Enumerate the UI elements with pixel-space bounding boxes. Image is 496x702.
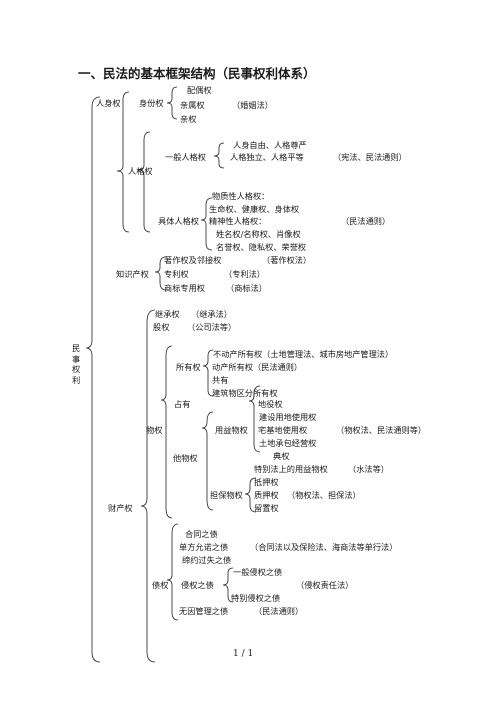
tort-label: 侵权之债: [181, 580, 214, 590]
usufruct-law: （水法等）: [348, 464, 389, 474]
root-label: 民事权利: [72, 343, 81, 385]
personality-rights-label: 人格权: [128, 166, 153, 176]
usufruct-item: 特别法上的用益物权: [254, 464, 328, 474]
personal-rights-label: 人身权: [96, 98, 121, 108]
brace-security: [244, 477, 257, 513]
usufruct-item: 典权: [273, 451, 290, 461]
brace-specific: [200, 197, 213, 251]
usufruct-item: 土地承包经营权: [259, 438, 317, 448]
tort-item: 特别侵权之债: [231, 593, 281, 603]
usufruct-label: 用益物权: [215, 425, 248, 435]
status-rights-label: 身份权: [139, 98, 164, 108]
status-item: 配偶权: [187, 85, 212, 95]
ip-law: （商标法）: [226, 283, 267, 293]
specific-item: 名誉权、隐私权、荣誉权: [216, 242, 307, 252]
creditor-item: 合同之债: [185, 529, 218, 539]
general-personality-label: 一般人格权: [165, 152, 206, 162]
brace-real: [160, 345, 173, 519]
ip-law: （著作权法）: [262, 255, 312, 265]
inheritance-law: （继承法）: [191, 309, 232, 319]
usufruct-item: 宅基地使用权: [258, 425, 308, 435]
ownership-item: 建筑物区分所有权: [212, 388, 278, 398]
creditor-item: 缔约过失之债: [182, 555, 232, 565]
specific-personality-label: 具体人格权: [158, 216, 199, 226]
ip-law: （专利法）: [224, 269, 265, 279]
limited-rights-label: 他物权: [173, 453, 198, 463]
security-item: 质押权: [254, 490, 279, 500]
security-label: 担保物权: [210, 490, 243, 500]
brace-creditor: [166, 523, 179, 621]
servitude-label: 地役权: [258, 399, 283, 409]
brace-usufruct: [248, 385, 261, 453]
tort-law: （侵权责任法）: [296, 580, 354, 590]
general-item: 人身自由、人格尊严: [233, 140, 307, 150]
brace-limited: [201, 411, 214, 511]
real-rights-label: 物权: [146, 425, 163, 435]
specific-item: 物质性人格权：: [212, 191, 270, 201]
status-law: （婚姻法）: [232, 100, 273, 110]
creditor-item: 单方允诺之债: [179, 542, 229, 552]
general-law: （宪法、民法通则）: [333, 152, 407, 162]
creditor-law: （合同法以及保险法、海商法等单行法）: [250, 542, 398, 552]
brace-property: [140, 309, 156, 663]
status-item: 亲属权: [180, 100, 205, 110]
brace-personal: [116, 91, 130, 233]
property-rights-label: 财产权: [108, 503, 133, 513]
possession-label: 占有: [174, 399, 191, 409]
brace-root: [85, 96, 101, 663]
ownership-item: 共有: [212, 375, 229, 385]
ip-label: 知识产权: [116, 269, 149, 279]
equity-label: 股权: [153, 322, 170, 332]
specific-law: （民法通则）: [341, 216, 391, 226]
brace-general: [213, 142, 225, 169]
agency-law: （民法通则）: [254, 606, 304, 616]
ip-item: 专利权: [164, 269, 189, 279]
status-item: 亲权: [180, 114, 197, 124]
page-number: 1 / 1: [233, 649, 254, 659]
general-item: 人格独立、人格平等: [230, 152, 304, 162]
ownership-item: 不动产所有权（土地管理法、城市房地产管理法）: [213, 349, 394, 359]
specific-item: 精神性人格权：: [209, 216, 267, 226]
ip-item: 商标专用权: [164, 283, 205, 293]
ip-item: 著作权及邻接权: [164, 255, 222, 265]
brace-tort: [222, 567, 234, 603]
brace-own: [202, 349, 214, 397]
tort-item: 一般侵权之债: [233, 567, 283, 577]
agency-label: 无因管理之债: [179, 606, 229, 616]
inheritance-label: 继承权: [155, 309, 180, 319]
equity-law: （公司法等）: [187, 322, 237, 332]
security-item: 抵押权: [254, 477, 279, 487]
ownership-label: 所有权: [176, 362, 201, 372]
specific-item: 姓名权/名称权、肖像权: [216, 229, 301, 239]
brace-ip: [154, 256, 167, 291]
security-item: 留置权: [254, 503, 279, 513]
page-title: 一、民法的基本框架结构（民事权利体系）: [78, 66, 316, 81]
security-law: （物权法、担保法）: [287, 490, 361, 500]
brace-personality: [137, 131, 151, 233]
usufruct-item: 建设用地使用权: [259, 412, 317, 422]
usufruct-law: （物权法、民法通则等）: [336, 425, 427, 435]
brace-status: [166, 86, 178, 120]
specific-item: 生命权、健康权、身体权: [209, 204, 300, 214]
creditor-rights-label: 债权: [152, 580, 169, 590]
ownership-item: 动产所有权（民法通则）: [212, 362, 303, 372]
